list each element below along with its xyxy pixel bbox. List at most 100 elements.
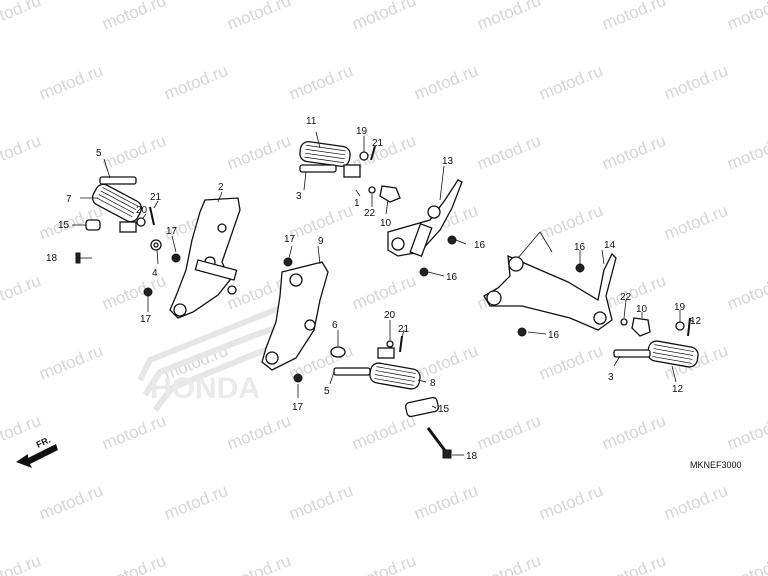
- honda-logo-text: HONDA: [150, 372, 260, 405]
- part-16-bolt-d: [517, 327, 527, 337]
- part-18-bolt: [75, 252, 92, 264]
- watermark-text: motod.ru: [474, 551, 543, 576]
- part-15-collar: [85, 219, 101, 231]
- callout-label: 16: [548, 330, 560, 341]
- callout-label: 21: [372, 138, 384, 149]
- callout-label: 20: [384, 310, 396, 321]
- callout-label: 15: [58, 220, 70, 231]
- watermark-text: motod.ru: [724, 411, 768, 454]
- watermark-text: motod.ru: [661, 61, 730, 104]
- watermark-text: motod.ru: [224, 0, 293, 34]
- callout-label: 22: [364, 208, 376, 219]
- callout-label: 17: [166, 226, 178, 237]
- watermark-text: motod.ru: [0, 551, 44, 576]
- watermark-text: motod.ru: [349, 411, 418, 454]
- watermark-text: motod.ru: [0, 271, 44, 314]
- part-18-long-bolt: [426, 427, 452, 459]
- callout-labels: 5 7 2 21 20 15 17 4 18 17 17 9 11 19 21 …: [46, 116, 702, 462]
- part-16-bolt-b: [419, 267, 429, 277]
- callout-label: 17: [140, 314, 152, 325]
- part-22-ball: [368, 186, 376, 194]
- part-17-bolt-c: [283, 257, 293, 267]
- callout-label: 19: [674, 302, 686, 313]
- watermark-text: motod.ru: [349, 551, 418, 576]
- part-20-ball: [136, 217, 146, 227]
- diagram-code: MKNEF3000: [690, 460, 742, 470]
- part-4-spring: [150, 239, 162, 251]
- part-17-bolt-b: [143, 287, 153, 297]
- callout-label: 9: [318, 236, 324, 247]
- part-10-plate-b: [631, 317, 651, 337]
- callout-label: 21: [398, 324, 410, 335]
- watermark-text: motod.ru: [536, 341, 605, 384]
- callout-label: 18: [466, 451, 478, 462]
- part-21-spring: [149, 206, 155, 226]
- part-13-holder: [387, 179, 463, 257]
- part-17-bolt-d: [293, 373, 303, 383]
- leader-lines: [72, 131, 695, 456]
- watermark-text: motod.ru: [161, 481, 230, 524]
- callout-label: 16: [574, 242, 586, 253]
- callout-label: 2: [218, 182, 224, 193]
- callout-label: 10: [636, 304, 648, 315]
- watermark-text: motod.ru: [661, 481, 730, 524]
- watermark-text: motod.ru: [474, 411, 543, 454]
- part-11-footpeg: [299, 141, 361, 178]
- watermark-text: motod.ru: [411, 481, 480, 524]
- callout-label: 6: [332, 320, 338, 331]
- part-21-spring-b: [399, 335, 403, 353]
- callout-label: 13: [442, 156, 454, 167]
- watermark-text: motod.ru: [224, 411, 293, 454]
- watermark-text: motod.ru: [99, 0, 168, 34]
- front-direction-arrow: FR.: [16, 435, 58, 468]
- watermark-text: motod.ru: [724, 271, 768, 314]
- callout-label: 8: [430, 378, 436, 389]
- watermark-text: motod.ru: [411, 61, 480, 104]
- callout-label: 5: [96, 148, 102, 159]
- part-8-footpeg: [333, 347, 421, 390]
- callout-label: 22: [620, 292, 632, 303]
- callout-label: 12: [672, 384, 684, 395]
- watermark-text: motod.ru: [724, 551, 768, 576]
- part-7-footpeg: [91, 183, 143, 233]
- callout-label: 19: [356, 126, 368, 137]
- watermark-text: motod.ru: [36, 61, 105, 104]
- watermark-text: motod.ru: [474, 131, 543, 174]
- watermark-text: motod.ru: [224, 551, 293, 576]
- watermark-text: motod.ru: [599, 411, 668, 454]
- watermark-text: motod.ru: [349, 0, 418, 34]
- callout-label: 16: [474, 240, 486, 251]
- watermark-text: motod.ru: [724, 131, 768, 174]
- watermark-text: motod.ru: [536, 201, 605, 244]
- watermark-text: motod.ru: [224, 131, 293, 174]
- part-12-footpeg: [613, 340, 699, 368]
- callout-label: 16: [446, 272, 458, 283]
- watermark-text: motod.ru: [599, 131, 668, 174]
- part-9-bracket: [261, 261, 329, 371]
- watermark-text: motod.ru: [661, 201, 730, 244]
- watermark-text: motod.ru: [599, 551, 668, 576]
- callout-label: 14: [604, 240, 616, 251]
- callout-label: 12: [690, 316, 702, 327]
- part-22-ball-b: [620, 318, 628, 326]
- watermark-text: motod.ru: [36, 481, 105, 524]
- part-10-plate: [379, 185, 401, 203]
- part-2-bracket: [169, 197, 241, 319]
- callout-label: 20: [136, 205, 148, 216]
- part-21-spring-d: [687, 317, 691, 337]
- callout-label: 18: [46, 253, 58, 264]
- callout-label: 1: [354, 198, 360, 209]
- part-6-collar: [330, 346, 346, 358]
- watermark-text: motod.ru: [99, 131, 168, 174]
- watermark-text: motod.ru: [99, 271, 168, 314]
- part-14-holder: [483, 252, 617, 331]
- watermark-text: motod.ru: [0, 131, 44, 174]
- watermark-text: motod.ru: [349, 271, 418, 314]
- part-20-ball-b: [386, 340, 394, 348]
- callout-label: 11: [306, 116, 317, 127]
- watermark-text: motod.ru: [411, 341, 480, 384]
- part-19-washer-b: [675, 321, 685, 331]
